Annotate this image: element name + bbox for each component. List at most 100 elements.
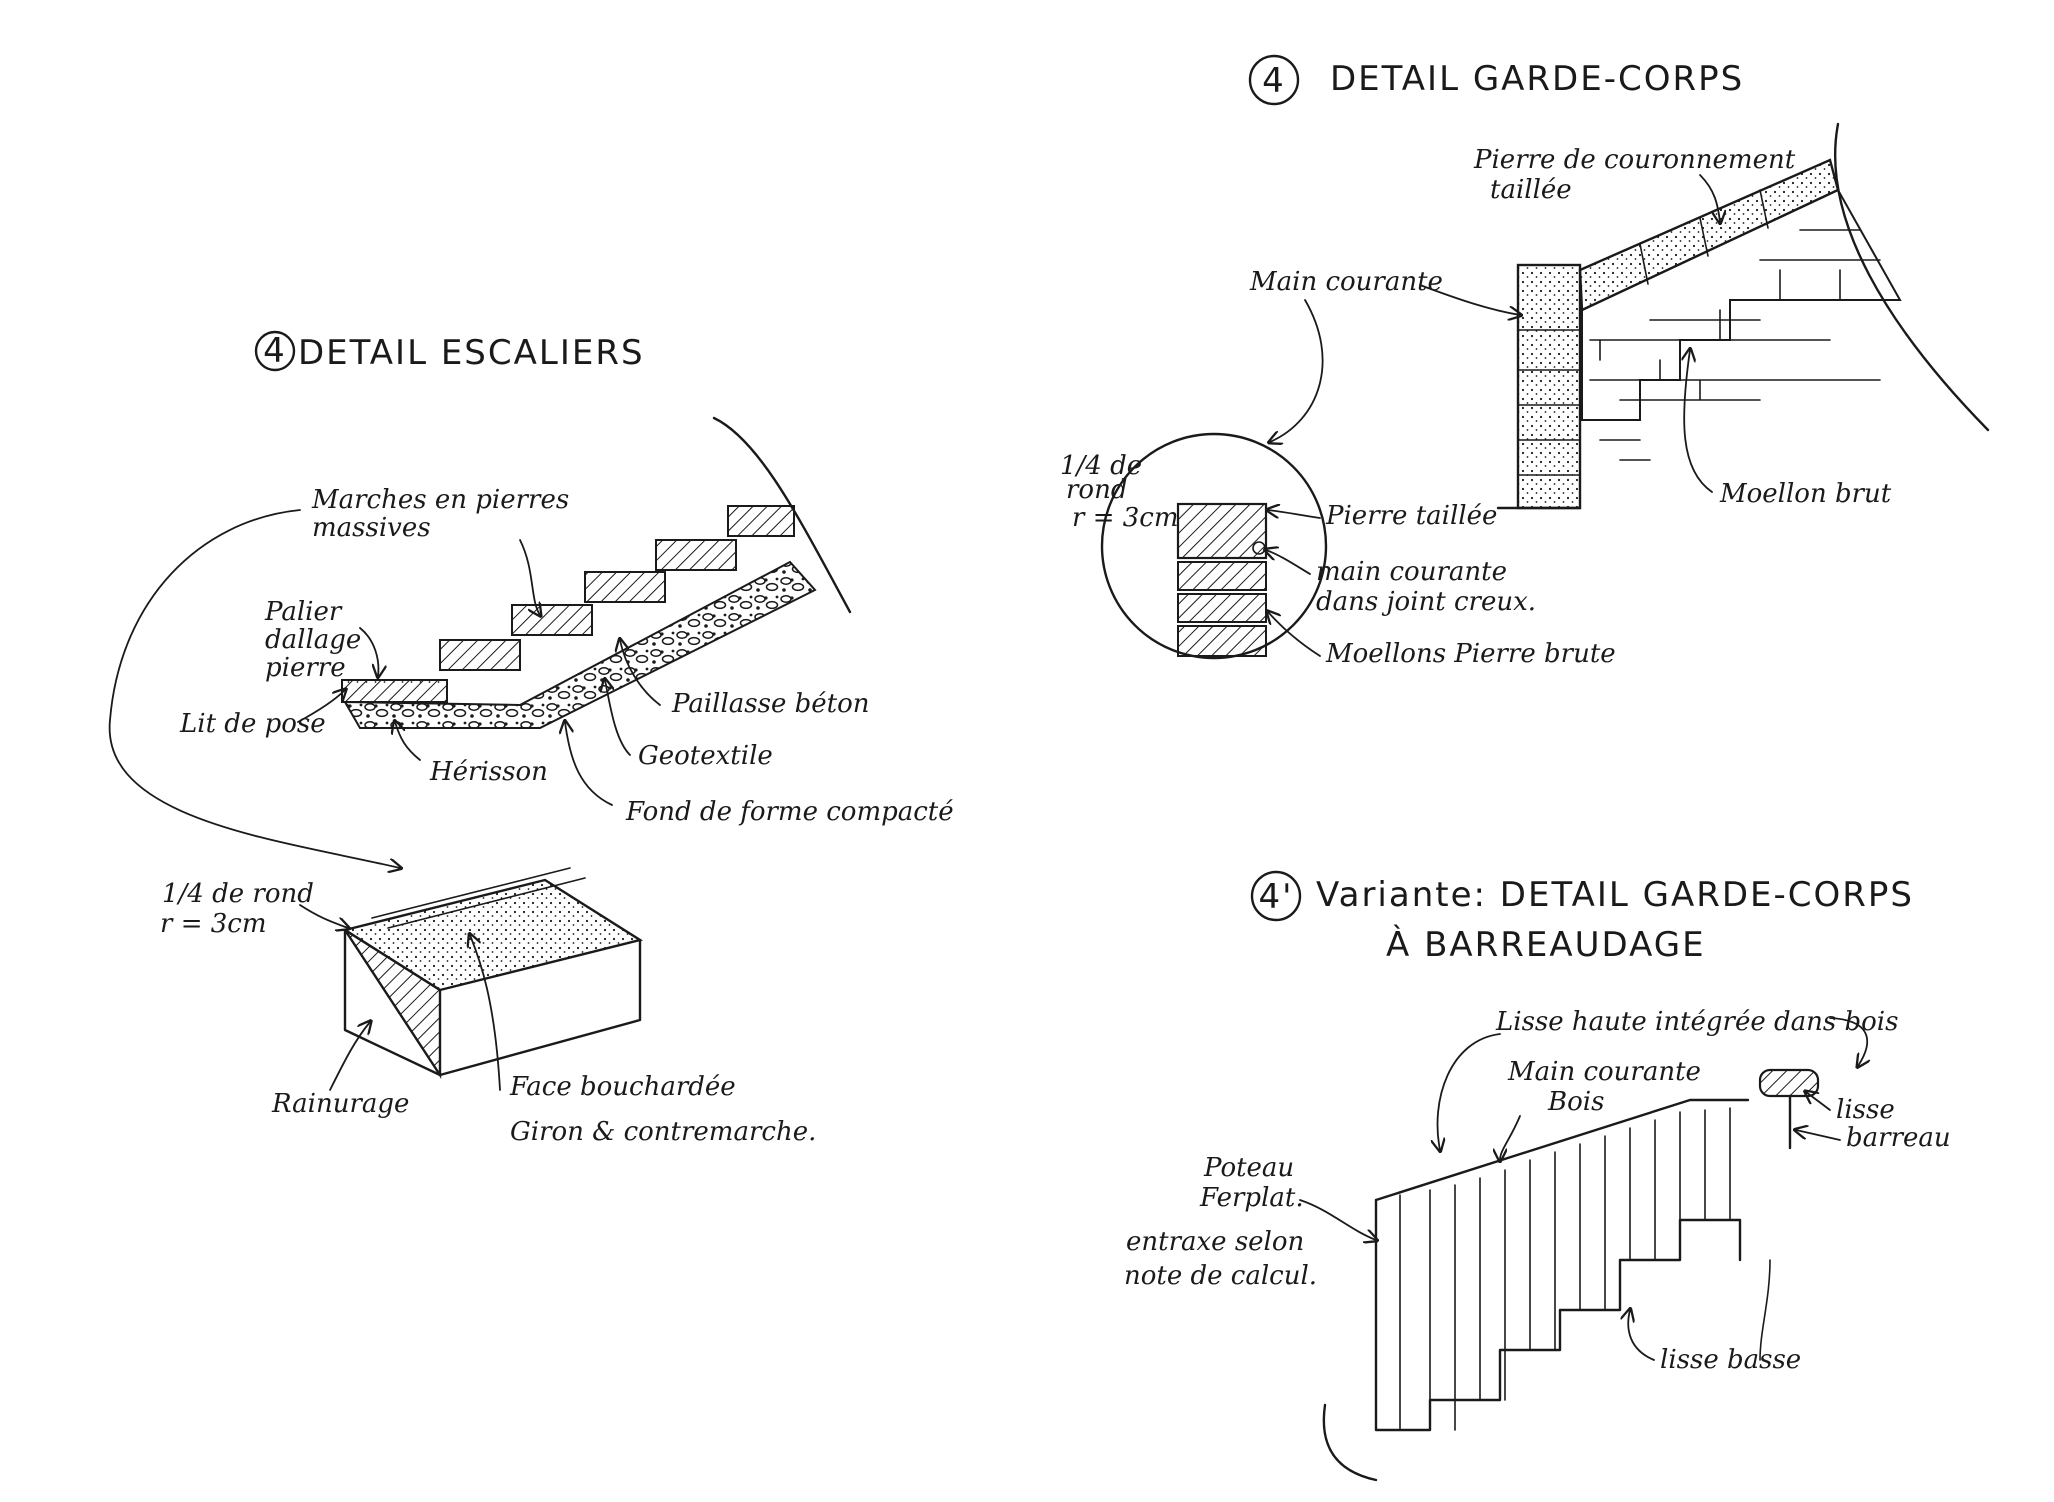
terrain-line: [712, 416, 852, 614]
poteau-label-line2: Ferplat.: [1199, 1183, 1304, 1213]
main-courante-bois-label-line1: Main courante: [1507, 1057, 1701, 1087]
marches-label-line1: Marches en pierres: [311, 485, 569, 515]
stone-pillar: [1516, 263, 1582, 510]
stairs-detail-number: 4: [263, 331, 287, 371]
quart-de-rond-leader: [299, 904, 348, 928]
palier-label-line3: pierre: [265, 653, 346, 683]
landing-bedding: [342, 680, 447, 686]
railing-terrain-line: [1833, 122, 1990, 432]
couronnement-leader: [1699, 174, 1720, 222]
variant-number: 4': [1259, 877, 1294, 917]
variant-handrail-section: [1758, 1068, 1820, 1098]
poteau-leader: [1299, 1199, 1376, 1240]
pierre-taillee-leader: [1268, 510, 1321, 519]
face-bouchardee-leader: [470, 935, 501, 1091]
face-bouchardee-label: Face bouchardée: [509, 1072, 736, 1102]
moellon-brut-label: Moellon brut: [1719, 479, 1892, 509]
poteau-label-line1: Poteau: [1203, 1153, 1294, 1183]
variant-railing-detail: 4' Variante: DETAIL GARDE-CORPS À BARREA…: [1124, 870, 1951, 1482]
stair-step: [584, 571, 666, 603]
herisson-label: Hérisson: [429, 757, 548, 787]
geotextile-label: Geotextile: [638, 741, 773, 771]
barreau-label: barreau: [1846, 1123, 1951, 1153]
couronnement-label-line2: taillée: [1490, 175, 1572, 205]
lisse-leader: [1806, 1092, 1831, 1111]
lisse-label: lisse: [1836, 1095, 1895, 1125]
variant-title-line2: À BARREAUDAGE: [1386, 924, 1706, 965]
zoom-moellon: [1177, 561, 1267, 591]
fond-de-forme-label: Fond de forme compacté: [625, 797, 954, 827]
main-courante-label: Main courante: [1249, 267, 1443, 297]
railing-detail-number-circle: [1248, 54, 1300, 106]
railing-detail-number: 4: [1262, 61, 1286, 101]
main-joint-label-line1: main courante: [1316, 557, 1507, 587]
palier-label-line2: dallage: [265, 625, 361, 655]
lisse-haute-label: Lisse haute intégrée dans bois: [1495, 1007, 1898, 1037]
fond-de-forme-leader: [565, 722, 613, 806]
paillasse-label: Paillasse béton: [671, 689, 870, 719]
stairs-detail: 4 DETAIL ESCALIERS Marches en pierres ma…: [108, 330, 954, 1147]
palier-label-line1: Palier: [264, 597, 343, 627]
variant-balusters: [1399, 1107, 1731, 1431]
main-joint-label-line2: dans joint creux.: [1316, 587, 1536, 617]
moellons-leader: [1268, 612, 1321, 657]
lit-de-pose-label: Lit de pose: [179, 709, 326, 739]
rainurage-label: Rainurage: [271, 1089, 409, 1119]
main-joint-leader: [1266, 550, 1311, 575]
poteau-label-line3: entraxe selon: [1126, 1227, 1304, 1257]
zoom-quart-label-line1: 1/4 de: [1060, 451, 1142, 481]
main-courante-leader: [1419, 284, 1520, 315]
paillasse-leader: [620, 640, 661, 706]
moellon-brut-leader: [1684, 350, 1713, 493]
marches-leader: [519, 539, 540, 615]
paillasse-beton: [343, 560, 817, 729]
quart-de-rond-label-line2: r = 3cm: [160, 909, 267, 939]
variant-title-line1: Variante: DETAIL GARDE-CORPS: [1316, 875, 1914, 915]
variant-railing-outline: [1374, 1098, 1750, 1432]
zoom-moellon: [1177, 593, 1267, 623]
couronnement-label-line1: Pierre de couronnement: [1473, 145, 1796, 175]
zoom-quart-label-line3: r = 3cm: [1072, 503, 1179, 533]
stairs-detail-number-circle: [254, 330, 296, 372]
palier-leader: [359, 627, 378, 676]
coping-stones: [1578, 158, 1840, 312]
step-block-detail: [341, 867, 644, 1080]
pierre-taillee-label: Pierre taillée: [1325, 501, 1497, 531]
lit-de-pose-leader: [297, 690, 345, 723]
quart-de-rond-label-line1: 1/4 de rond: [162, 879, 314, 909]
railing-detail-title: DETAIL GARDE-CORPS: [1330, 59, 1744, 99]
poteau-label-line4: note de calcul.: [1124, 1261, 1317, 1291]
zoom-moellon: [1177, 625, 1267, 657]
pillar-joints: [1517, 329, 1581, 476]
zoom-quart-label-line2: rond: [1066, 475, 1127, 505]
rubble-joints: [1589, 229, 1881, 461]
railing-detail: 4 DETAIL GARDE-CORPS Pierre de couronnem…: [1060, 54, 1990, 669]
stair-step: [439, 639, 521, 671]
stair-step: [511, 604, 593, 636]
rainurage-leader: [329, 1022, 370, 1091]
coping-joints: [1639, 189, 1769, 285]
variant-slope: [1759, 1259, 1771, 1361]
variant-ground: [1322, 1403, 1378, 1482]
main-courante-to-zoom-leader: [1270, 299, 1324, 442]
lisse-haute-leader: [1438, 1033, 1501, 1150]
main-courante-bois-leader: [1500, 1115, 1521, 1160]
lisse-basse-leader: [1628, 1310, 1655, 1361]
geotextile-leader: [605, 680, 631, 756]
barreau-leader: [1796, 1130, 1841, 1141]
lisse-basse-label: lisse basse: [1660, 1345, 1801, 1375]
stair-step: [655, 539, 737, 571]
moellons-label: Moellons Pierre brute: [1325, 639, 1616, 669]
step-risers: [519, 539, 737, 671]
marches-label-line2: massives: [312, 513, 431, 543]
stairs-detail-title: DETAIL ESCALIERS: [298, 333, 645, 373]
variant-number-circle: [1250, 870, 1302, 922]
herisson-leader: [395, 722, 421, 761]
zoom-circle: [1100, 432, 1328, 660]
stair-step: [727, 505, 795, 537]
zoom-pierre-taillee: [1176, 502, 1268, 560]
giron-label: Giron & contremarche.: [510, 1117, 816, 1147]
lisse-haute-section-leader: [1829, 1017, 1867, 1066]
